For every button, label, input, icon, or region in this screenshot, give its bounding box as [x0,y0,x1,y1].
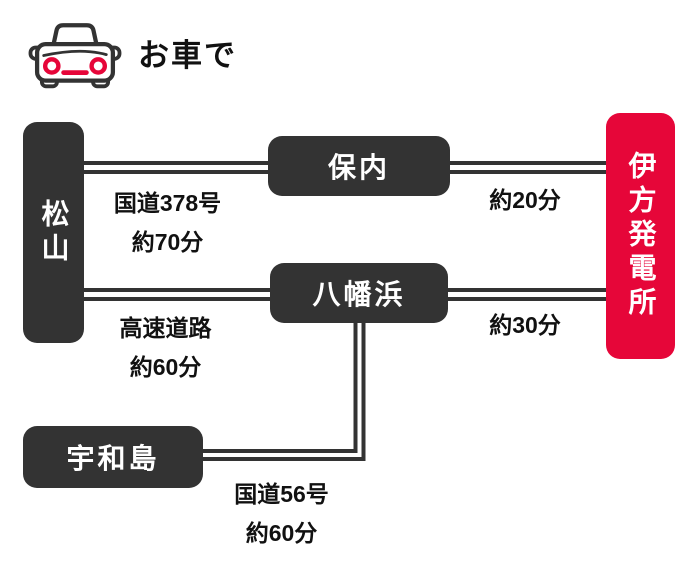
route-time: 約30分 [489,312,561,338]
route-label-yawatahama-ikata: 約30分 [450,306,600,345]
route-label-honai-ikata: 約20分 [450,181,600,220]
node-yawatahama: 八幡浜 [270,263,448,323]
node-ikata-power-station: 伊方発電所 [606,113,675,359]
route-time: 約60分 [129,354,202,380]
route-time: 約60分 [245,520,318,546]
header: お車で [26,20,237,92]
route-road: 国道378号 [113,190,222,216]
route-time: 約20分 [489,187,561,213]
route-road: 高速道路 [119,315,212,341]
node-matsuyama: 松山 [23,122,84,343]
route-road: 国道56号 [234,481,329,507]
car-front-icon [28,23,122,89]
route-label-matsuyama-yawatahama: 高速道路 約60分 [83,309,248,387]
page-title: お車で [138,38,237,73]
route-time: 約70分 [131,229,204,255]
route-label-uwajima-yawatahama: 国道56号 約60分 [199,475,364,553]
node-uwajima: 宇和島 [23,426,203,488]
node-honai: 保内 [268,136,450,196]
route-label-matsuyama-honai: 国道378号 約70分 [85,184,250,262]
